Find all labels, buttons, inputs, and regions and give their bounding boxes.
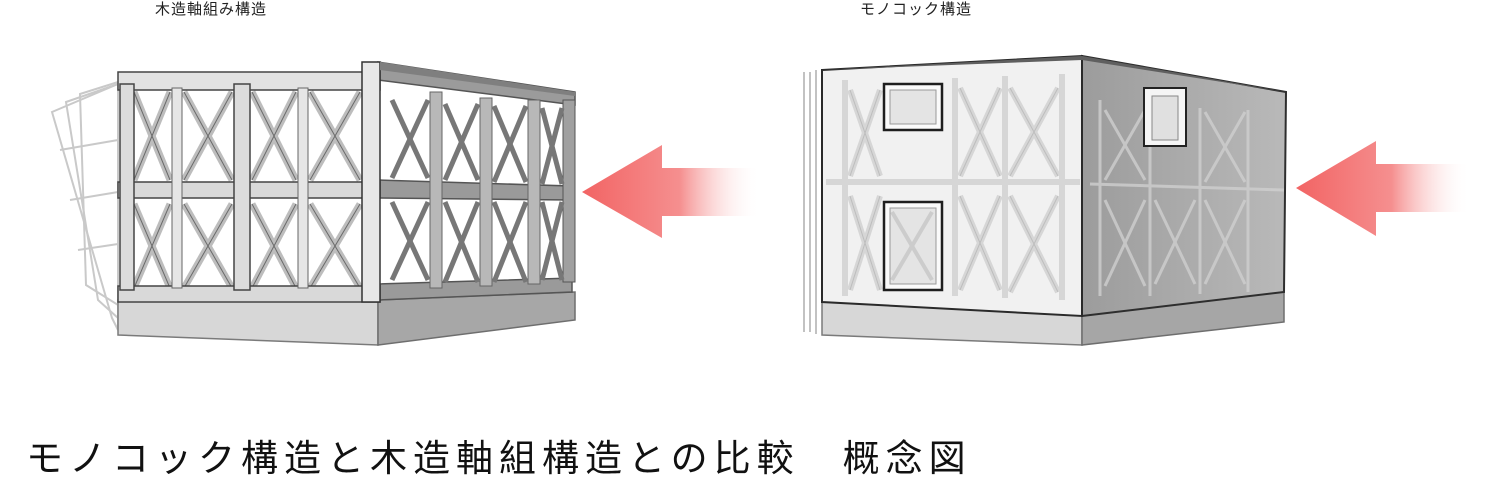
- base-slab-side: [377, 291, 576, 346]
- frame-front-face: [117, 61, 575, 303]
- diagram-caption: モノコック構造と木造軸組構造との比較 概念図: [26, 437, 972, 480]
- monocoque-house: [803, 54, 1288, 346]
- panel-edges: [803, 70, 817, 334]
- ghost-frames: [50, 80, 119, 331]
- frame-side-face: [377, 61, 576, 301]
- front-window-upper: [882, 82, 944, 132]
- front-window-lower: [882, 200, 944, 292]
- force-arrow: [582, 145, 760, 238]
- timber-frame-label: 木造軸組み構造: [155, 0, 268, 18]
- monocoque-label: モノコック構造: [860, 0, 973, 18]
- force-arrow: [1296, 141, 1470, 236]
- timber-frame-house: [50, 61, 576, 346]
- base-slab-front: [117, 299, 379, 346]
